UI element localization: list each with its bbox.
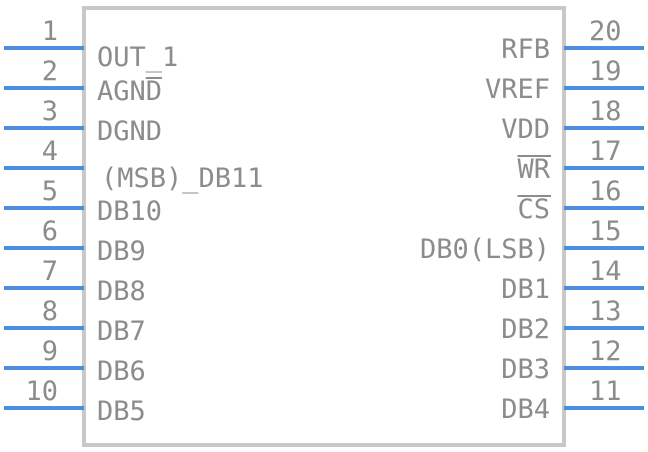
pin-label-20: RFB (501, 34, 550, 65)
pin-label-16: CS (517, 194, 550, 225)
pin-number-17: 17 (589, 136, 622, 167)
pin-number-7: 7 (42, 256, 58, 287)
pin-label-19: VREF (485, 74, 550, 105)
pin-label-7: DB8 (97, 276, 146, 307)
pin-label-text-5: DB10 (97, 196, 162, 227)
pin-label-text-6: DB9 (97, 236, 146, 267)
pin-label-text-10: DB5 (97, 396, 146, 427)
pin-number-15: 15 (589, 216, 622, 247)
pin-number-1: 1 (42, 16, 58, 47)
ic-body (82, 6, 566, 447)
pin-number-4: 4 (42, 136, 58, 167)
pin-label-4: (MSB)_DB11 (101, 163, 264, 194)
pin-label-text-8: DB7 (97, 316, 146, 347)
pin-number-2: 2 (42, 56, 58, 87)
pin-label-8: DB7 (97, 316, 146, 347)
pin-label-text-3: DGND (97, 116, 162, 147)
pin-number-6: 6 (42, 216, 58, 247)
pin-label-text-2: AGN (97, 76, 146, 107)
pin-number-14: 14 (589, 256, 622, 287)
pin-label-2: AGND (97, 76, 162, 107)
pin-label-15: DB0(LSB) (420, 234, 550, 265)
pin-label-text-9: DB6 (97, 356, 146, 387)
pin-label-text-7: DB8 (97, 276, 146, 307)
pin-number-8: 8 (42, 296, 58, 327)
pin-number-20: 20 (589, 16, 622, 47)
pin-label-1: OUT_1 (97, 42, 178, 73)
pin-label-10: DB5 (97, 396, 146, 427)
pin-number-12: 12 (589, 336, 622, 367)
pin-number-9: 9 (42, 336, 58, 367)
pin-label-6: DB9 (97, 236, 146, 267)
pin-number-18: 18 (589, 96, 622, 127)
pin-label-3: DGND (97, 116, 162, 147)
pin-label-11: DB4 (501, 394, 550, 425)
pin-label-18: VDD (501, 114, 550, 145)
pin-number-13: 13 (589, 296, 622, 327)
pin-label-5: DB10 (97, 196, 162, 227)
pin-number-19: 19 (589, 56, 622, 87)
pin-label-overbar-text-2: D (146, 76, 162, 107)
pin-label-text-1: OUT_1 (97, 42, 178, 73)
pin-label-17: WR (517, 154, 550, 185)
pin-number-10: 10 (25, 376, 58, 407)
pin-number-5: 5 (42, 176, 58, 207)
pin-number-3: 3 (42, 96, 58, 127)
pin-label-12: DB3 (501, 354, 550, 385)
pin-label-text-4: (MSB)_DB11 (101, 163, 264, 194)
pin-number-11: 11 (589, 376, 622, 407)
pin-label-9: DB6 (97, 356, 146, 387)
pin-label-14: DB1 (501, 274, 550, 305)
pin-label-13: DB2 (501, 314, 550, 345)
pin-number-16: 16 (589, 176, 622, 207)
